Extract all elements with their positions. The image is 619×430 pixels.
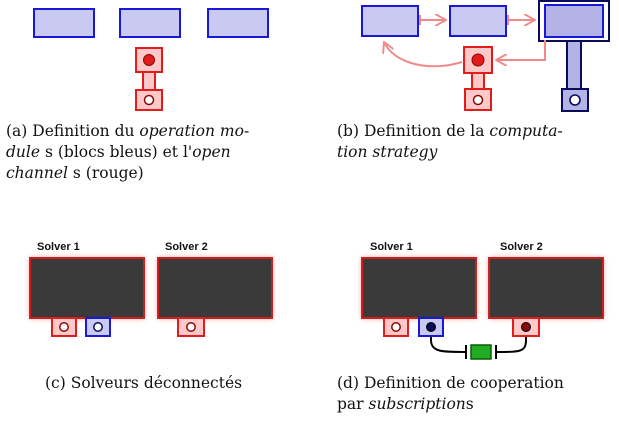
solver-1-red-port xyxy=(51,317,77,337)
solver-2-red-port xyxy=(177,317,205,337)
operation-module-2 xyxy=(119,8,181,38)
sequence-arrows xyxy=(384,15,546,68)
solver-2-label: Solver 2 xyxy=(165,241,208,253)
solver-2-red-port xyxy=(512,317,540,337)
computation-strategy xyxy=(538,0,610,112)
panel-d: Solver 1 Solver 2 xyxy=(361,241,604,360)
caption-d: (d) Definition de cooperation par subscr… xyxy=(337,374,564,413)
solver-1-label: Solver 1 xyxy=(370,241,413,253)
panel-c: Solver 1 Solver 2 xyxy=(29,241,273,337)
caption-b: (b) Definition de la computa- tion strat… xyxy=(337,122,563,161)
operation-module-3 xyxy=(207,8,269,38)
caption-c: (c) Solveurs déconnectés xyxy=(45,374,243,392)
operation-module-1 xyxy=(361,5,419,37)
solver-1-box xyxy=(29,257,145,319)
solver-1-red-port xyxy=(383,317,409,337)
solver-1-blue-port xyxy=(85,317,111,337)
solver-2-box xyxy=(157,257,273,319)
solver-2-box xyxy=(488,257,604,319)
solver-1-blue-port xyxy=(418,317,444,337)
solver-2-label: Solver 2 xyxy=(500,241,543,253)
open-channel xyxy=(135,47,163,111)
solver-1-label: Solver 1 xyxy=(37,241,80,253)
operation-module-1 xyxy=(33,8,95,38)
operation-module-2 xyxy=(449,5,507,37)
open-channel xyxy=(463,46,493,111)
solver-1-box xyxy=(361,257,477,319)
subscription-link xyxy=(430,328,527,359)
panel-a xyxy=(33,8,269,111)
caption-a: (a) Definition du operation mo- dule s (… xyxy=(6,122,250,182)
panel-b xyxy=(361,0,610,112)
subscription-connector xyxy=(470,344,492,360)
